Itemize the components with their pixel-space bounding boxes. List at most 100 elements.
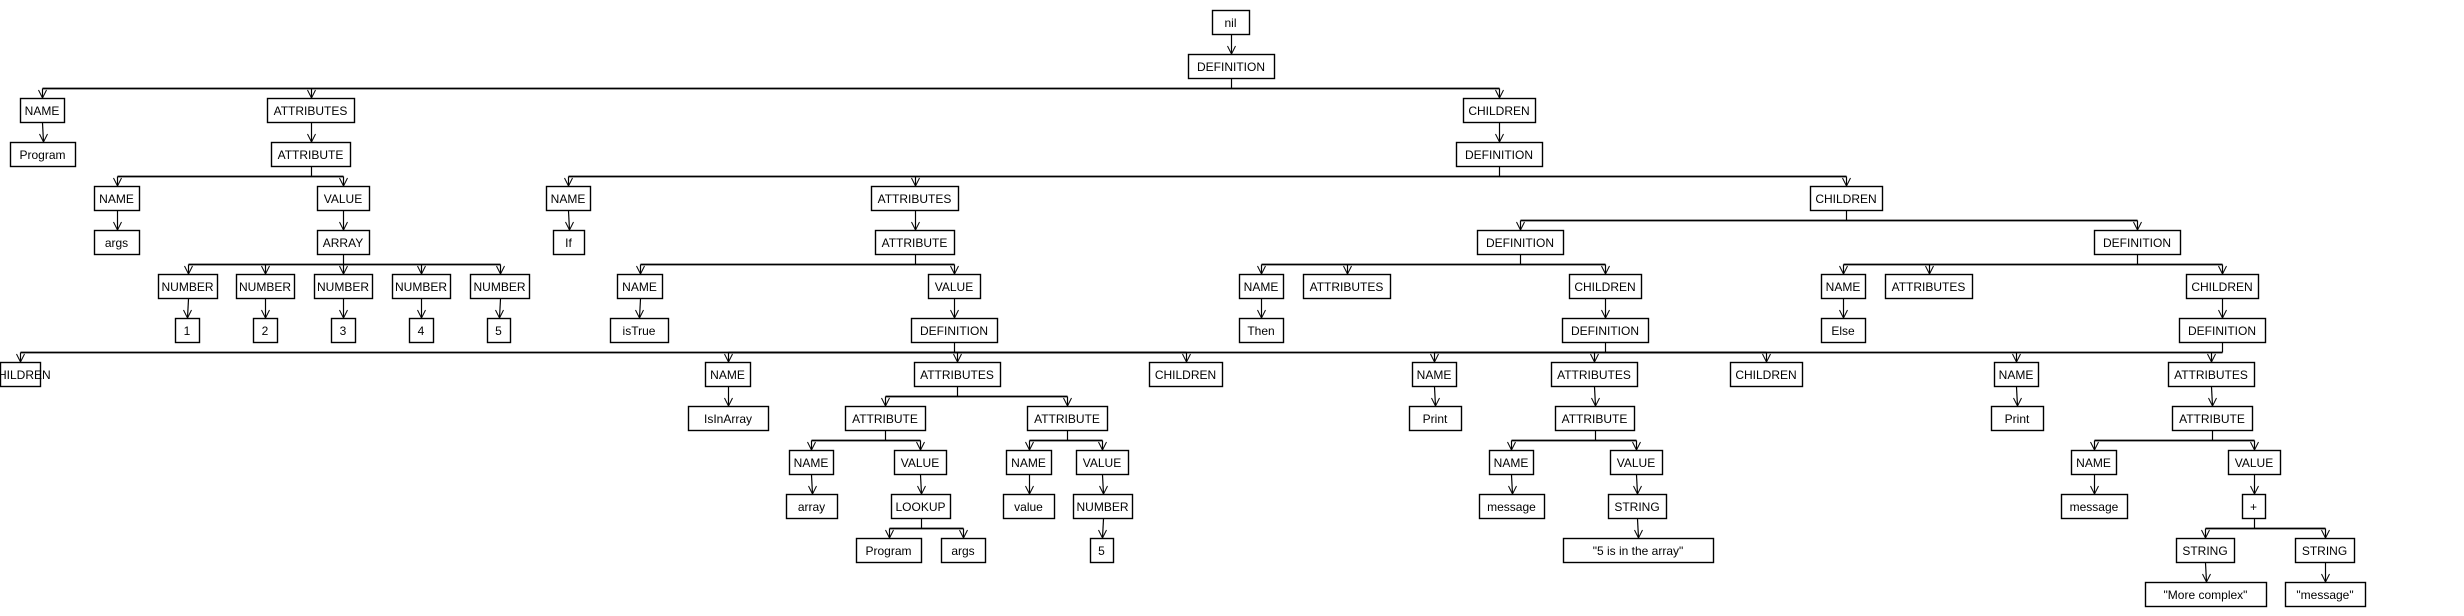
tree-node-attribute: ATTRIBUTE [844,405,927,432]
connector-line [810,474,814,495]
node-label: STRING [2182,544,2227,558]
tree-node-5: 5 [1089,537,1115,564]
connector-line [41,122,45,143]
node-box [266,97,356,124]
tree-node-string: STRING [2294,537,2356,564]
node-label: ATTRIBUTES [1310,280,1384,294]
node-label: ATTRIBUTES [920,368,994,382]
node-label: NAME [622,280,657,294]
tree-node-then: Then [1238,317,1285,344]
tree-node-definition: DEFINITION [1476,229,1565,256]
node-box [910,317,999,344]
node-label: VALUE [1083,456,1121,470]
tree-node-name: NAME [616,273,664,300]
node-label: ATTRIBUTES [1892,280,1966,294]
tree-node-value: value [1002,493,1056,520]
node-label: ATTRIBUTE [882,236,948,250]
tree-node-definition: DEFINITION [1187,53,1276,80]
node-label: ATTRIBUTE [278,148,344,162]
node-label: ATTRIBUTE [852,412,918,426]
node-label: DEFINITION [1197,60,1265,74]
node-box [913,361,1002,388]
tree-node-children: CHILDREN [1148,361,1224,388]
node-box [1238,317,1285,344]
tree-node-5: 5 [486,317,512,344]
node-box [1607,493,1668,520]
node-label: NAME [1826,280,1861,294]
node-box [2185,273,2260,300]
tree-node-definition: DEFINITION [1561,317,1650,344]
node-label: 4 [418,324,425,338]
tree-node-number: NUMBER [235,273,296,300]
node-label: DEFINITION [1465,148,1533,162]
connector-line [638,298,642,319]
tree-node-plus: + [2241,493,2267,520]
node-box [1568,273,1643,300]
node-label: ATTRIBUTE [1034,412,1100,426]
node-box [1462,97,1537,124]
tree-node-definition: DEFINITION [1455,141,1544,168]
tree-node-2: 2 [252,317,279,344]
tree-node-nil: nil [1211,9,1251,36]
tree-node-else: Else [1820,317,1867,344]
node-box [2167,361,2256,388]
node-label: STRING [1614,500,1659,514]
tree-node-value: VALUE [893,449,948,476]
node-label: Then [1247,324,1274,338]
node-label: ATTRIBUTES [878,192,952,206]
node-label: "message" [2296,588,2353,602]
node-box [1729,361,1804,388]
node-label: nil [1224,16,1236,30]
node-label: STRING [2302,544,2347,558]
connector-line [498,298,502,319]
node-label: VALUE [324,192,362,206]
node-label: Print [1423,412,1448,426]
connector-line [2204,562,2208,583]
node-box [0,361,42,388]
node-box [874,229,956,256]
node-label: NUMBER [395,280,447,294]
node-box [552,229,586,256]
node-box [19,97,66,124]
tree-node-if: If [552,229,586,256]
tree-node-message: "message" [2284,581,2367,608]
node-box [2175,537,2236,564]
tree-node-name: NAME [1238,273,1285,300]
node-label: NUMBER [317,280,369,294]
tree-node-4: 4 [408,317,435,344]
node-box [1809,185,1884,212]
node-box [609,317,670,344]
tree-node-attribute: ATTRIBUTE [1554,405,1636,432]
node-box [1884,273,1974,300]
tree-node-children: CHILDREN [1568,273,1643,300]
node-label: NAME [1494,456,1529,470]
tree-node-array: ARRAY [316,229,371,256]
node-label: NAME [25,104,60,118]
tree-node-name: NAME [1993,361,2040,388]
node-label: isTrue [623,324,656,338]
node-box [9,141,77,168]
tree-node-name: NAME [788,449,835,476]
node-box [174,317,201,344]
tree-node-print: Print [1408,405,1463,432]
connector-line [1433,386,1437,407]
tree-node-attributes: ATTRIBUTES [870,185,960,212]
tree-node-children: CHILDREN [1729,361,1804,388]
tree-node-definition: DEFINITION [2178,317,2267,344]
tree-node-attributes: ATTRIBUTES [2167,361,2256,388]
node-box [391,273,452,300]
node-box [486,317,512,344]
node-box [1089,537,1115,564]
node-label: CHILDREN [2191,280,2252,294]
node-box [2070,449,2118,476]
connector-line [1593,386,1597,407]
tree-node-args: args [93,229,141,256]
node-box [235,273,296,300]
node-label: NUMBER [161,280,213,294]
node-label: ATTRIBUTES [274,104,348,118]
node-label: Else [1831,324,1855,338]
tree-node-attributes: ATTRIBUTES [1884,273,1974,300]
tree-node-name: NAME [1488,449,1535,476]
node-label: message [2070,500,2119,514]
node-box [855,537,923,564]
